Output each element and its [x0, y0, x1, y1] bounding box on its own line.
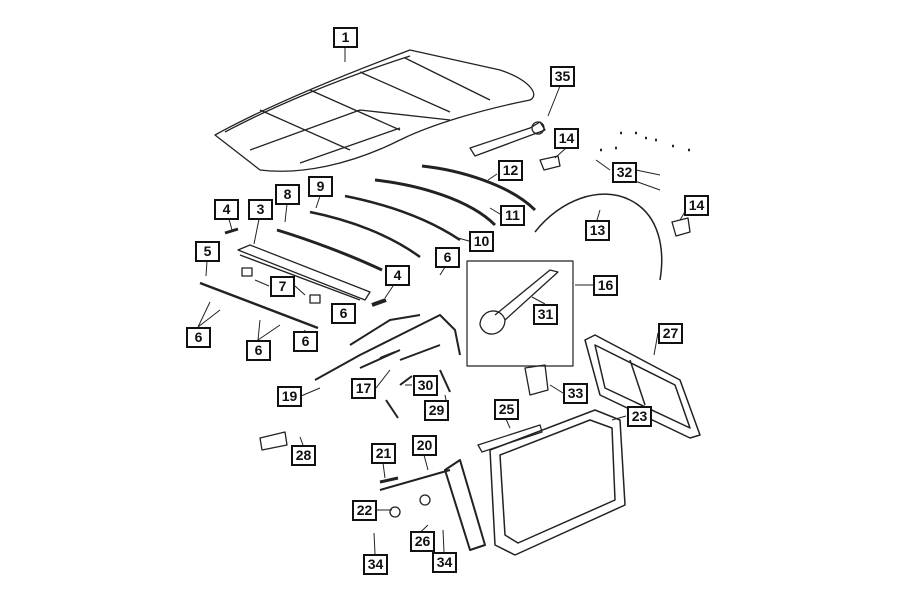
part-32-fasteners — [600, 131, 690, 152]
part-19-harness — [314, 314, 461, 381]
callout-8: 8 — [275, 184, 300, 205]
callout-4: 4 — [214, 199, 239, 220]
callout-6: 6 — [186, 327, 211, 348]
part-14a — [539, 155, 561, 171]
callout-6: 6 — [435, 247, 460, 268]
callout-32: 32 — [612, 162, 637, 183]
part-29 — [385, 399, 399, 419]
callout-31: 31 — [533, 304, 558, 325]
callout-29: 29 — [424, 400, 449, 421]
callout-28: 28 — [291, 445, 316, 466]
roof-panel — [214, 49, 535, 172]
leader-lines — [197, 48, 687, 555]
callout-34: 34 — [432, 552, 457, 573]
part-31 — [479, 269, 559, 335]
callout-13: 13 — [585, 220, 610, 241]
callout-19: 19 — [277, 386, 302, 407]
part-14b — [671, 217, 691, 237]
callout-20: 20 — [412, 435, 437, 456]
callout-25: 25 — [494, 399, 519, 420]
part-25 — [477, 424, 543, 453]
part-7b — [309, 294, 321, 304]
callout-34: 34 — [363, 554, 388, 575]
part-28 — [259, 431, 288, 451]
callout-33: 33 — [563, 383, 588, 404]
part-22-a — [389, 506, 401, 518]
callout-30: 30 — [413, 375, 438, 396]
part-33 — [524, 364, 549, 396]
part-4a — [224, 227, 239, 235]
callout-21: 21 — [371, 443, 396, 464]
inset-box — [466, 260, 574, 367]
part-23-window — [489, 409, 626, 556]
part-13-cable — [534, 193, 663, 281]
callout-1: 1 — [333, 27, 358, 48]
callout-5: 5 — [195, 241, 220, 262]
callout-14: 14 — [684, 195, 709, 216]
callout-14: 14 — [554, 128, 579, 149]
callout-27: 27 — [658, 323, 683, 344]
callout-6: 6 — [293, 331, 318, 352]
part-35 — [469, 121, 546, 157]
part-11 — [374, 178, 497, 227]
callout-26: 26 — [410, 531, 435, 552]
part-21 — [379, 476, 399, 484]
part-10 — [344, 194, 461, 242]
callout-10: 10 — [469, 231, 494, 252]
part-3 — [237, 244, 371, 301]
callout-9: 9 — [308, 176, 333, 197]
part-30 — [399, 369, 451, 393]
callout-6: 6 — [246, 340, 271, 361]
part-27-window — [584, 334, 701, 439]
callout-6: 6 — [331, 303, 356, 324]
callout-23: 23 — [627, 406, 652, 427]
callout-7: 7 — [270, 276, 295, 297]
callout-17: 17 — [351, 378, 376, 399]
part-12 — [421, 164, 537, 212]
part-4b — [371, 298, 387, 307]
callout-22: 22 — [352, 500, 377, 521]
part-5 — [199, 281, 319, 330]
part-9 — [309, 210, 421, 259]
part-8 — [276, 228, 383, 272]
callout-11: 11 — [500, 205, 525, 226]
part-17 — [379, 344, 441, 361]
callout-12: 12 — [498, 160, 523, 181]
callout-4: 4 — [385, 265, 410, 286]
callout-35: 35 — [550, 66, 575, 87]
part-7a — [241, 267, 253, 277]
callout-16: 16 — [593, 275, 618, 296]
part-20-pillar — [379, 459, 486, 551]
callout-3: 3 — [248, 199, 273, 220]
part-22-b — [419, 494, 431, 506]
